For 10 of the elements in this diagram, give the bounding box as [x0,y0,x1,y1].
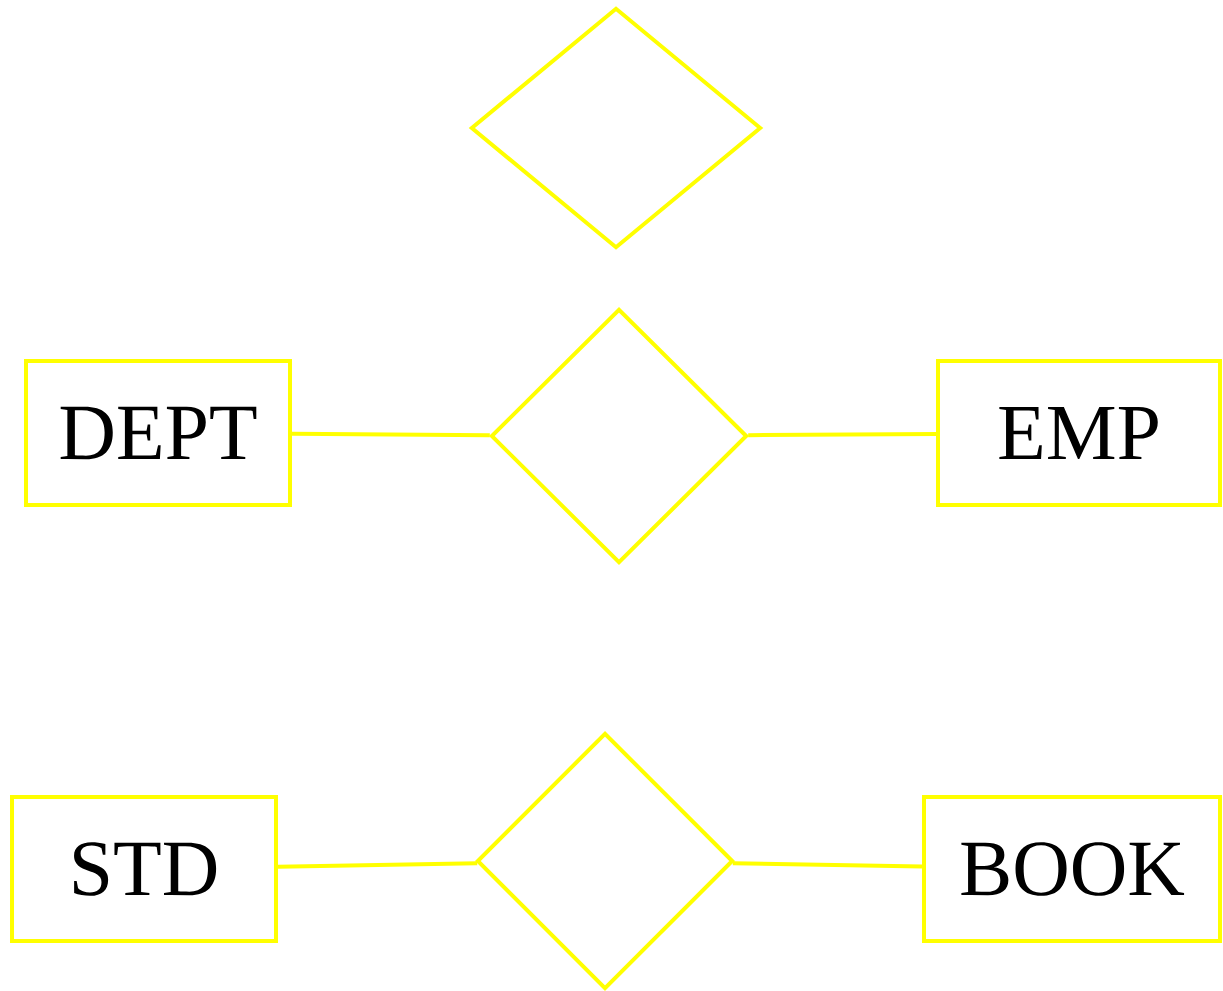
entity-box: DEPT [24,359,292,507]
entity-box: EMP [936,359,1222,507]
connector-line [292,431,490,438]
entity-box: BOOK [922,795,1222,943]
relationship-diamond [489,307,749,565]
connector-line [748,431,936,438]
relationship-diamond [475,731,735,991]
entity-box: STD [10,795,278,943]
connector-line [732,861,923,869]
connector-line [277,861,478,869]
